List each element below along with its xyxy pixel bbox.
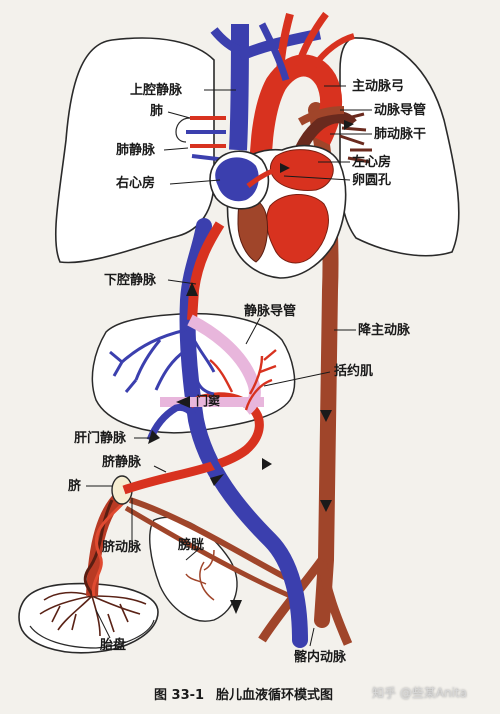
arch-branch-1: [276, 12, 294, 81]
umbilical-vein-path: [122, 392, 264, 495]
bladder-outline: [149, 516, 238, 622]
portal-vein: [146, 403, 243, 503]
umbilical-cord: [83, 491, 128, 597]
label-inferior-vena-cava: 下腔静脉: [104, 273, 157, 288]
arch-branch-2: [294, 11, 329, 68]
right-lung: [54, 37, 215, 264]
flow-arrows: [148, 120, 354, 614]
label-ductus-arteriosus: 动脉导管: [374, 103, 427, 118]
foramen-ovale-flow: [246, 165, 281, 188]
label-umbilical-artery: 脐动脉: [102, 540, 142, 555]
pulmonary-artery-branches: [339, 112, 372, 164]
label-pulmonary-vein: 肺静脉: [116, 143, 156, 158]
label-descending-aorta: 降主动脉: [358, 323, 411, 338]
label-foramen-ovale: 卵圆孔: [352, 173, 392, 188]
label-ductus-venosus: 静脉导管: [244, 304, 297, 319]
label-aortic-arch: 主动脉弓: [352, 79, 405, 94]
right-ventricle: [237, 197, 269, 263]
label-umbilical-vein: 脐静脉: [102, 455, 142, 470]
label-umbilicus: 脐: [68, 479, 82, 494]
label-sphincter: 括约肌: [334, 364, 374, 379]
bladder-vessels: [185, 549, 215, 601]
label-left-atrium: 左心房: [352, 155, 392, 170]
left-lung: [339, 37, 460, 257]
label-lung: 肺: [150, 104, 164, 119]
pulmonary-veins-right: [175, 116, 227, 162]
hepatic-veins: [109, 328, 216, 396]
label-portal-sinus: 门窦: [196, 394, 221, 408]
label-pulmonary-trunk: 肺动脉干: [374, 127, 427, 142]
arch-branch-3: [311, 33, 355, 68]
label-bladder: 膀胱: [178, 538, 205, 553]
svc-branch-right: [210, 27, 242, 55]
umbilical-artery-path: [129, 497, 300, 587]
left-ventricle: [266, 193, 329, 264]
leader-lines: [86, 85, 372, 647]
umbilical-artery-path-2: [124, 505, 301, 603]
right-atrium-blood: [215, 157, 259, 202]
label-right-atrium: 右心房: [116, 176, 156, 191]
iliac-left: [317, 559, 353, 646]
arch-branch-blue: [258, 22, 290, 82]
label-hepatic-portal-vein: 肝门静脉: [74, 431, 127, 446]
watermark: 知乎 @些某Anita: [372, 686, 468, 700]
figure-number: 图 33-1: [154, 688, 205, 703]
placenta-rim: [29, 619, 155, 649]
placenta-disc: [18, 582, 159, 654]
superior-vena-cava: [229, 23, 249, 151]
label-internal-iliac-artery: 髂内动脉: [294, 650, 347, 665]
figure-title: 胎儿血液循环模式图: [216, 688, 334, 703]
label-placenta: 胎盘: [100, 638, 127, 653]
portal-branches: [209, 349, 277, 411]
label-superior-vena-cava: 上腔静脉: [130, 83, 183, 98]
